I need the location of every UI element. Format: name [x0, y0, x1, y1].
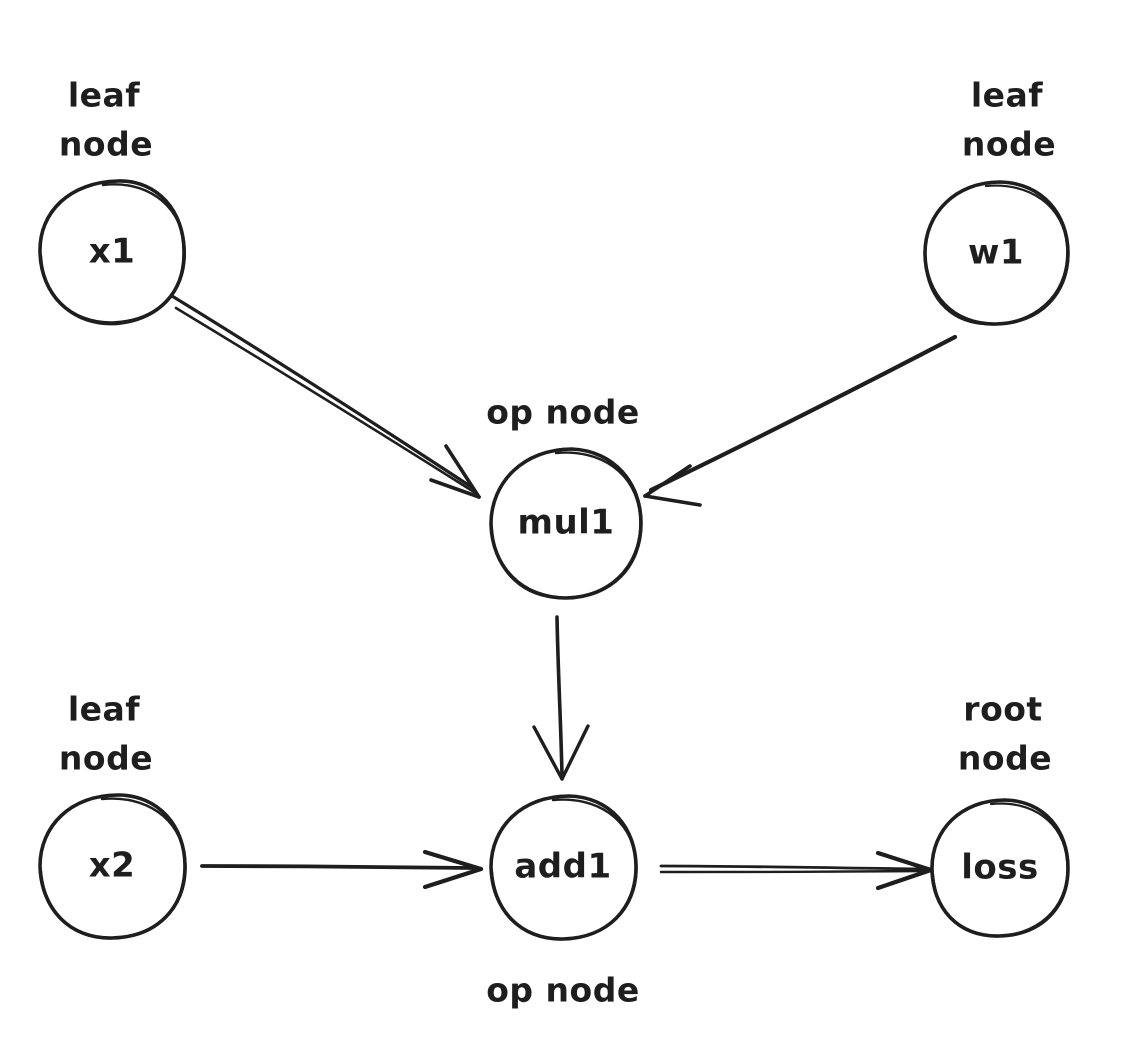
node-label-w1: w1 — [968, 233, 1024, 273]
node-mul1[interactable]: mul1 — [489, 447, 643, 600]
node-x1[interactable]: x1 — [38, 179, 187, 326]
edge-x2-to-add1[interactable] — [200, 849, 484, 890]
annotation-x1-line1: leaf — [68, 76, 140, 115]
node-x2[interactable]: x2 — [38, 793, 187, 940]
node-label-x2: x2 — [89, 846, 136, 886]
annotation-w1-line1: leaf — [971, 76, 1043, 115]
annotation-add1: op node — [486, 971, 639, 1010]
annotation-w1-line2: node — [962, 125, 1056, 164]
edge-w1-to-mul1[interactable] — [643, 334, 958, 507]
node-w1[interactable]: w1 — [923, 180, 1070, 326]
node-add1[interactable]: add1 — [489, 794, 638, 941]
annotation-x2-line1: leaf — [68, 690, 140, 729]
node-label-x1: x1 — [89, 232, 136, 272]
edge-add1-to-loss[interactable] — [659, 850, 934, 891]
node-label-loss: loss — [961, 848, 1039, 888]
edge-x1-to-mul1[interactable] — [170, 294, 481, 499]
annotation-loss-line1: root — [963, 690, 1042, 729]
edge-mul1-to-add1[interactable] — [532, 615, 590, 781]
annotation-x1-line2: node — [59, 125, 153, 164]
annotation-mul1: op node — [486, 393, 639, 432]
annotation-x2-line2: node — [59, 739, 153, 778]
node-label-mul1: mul1 — [518, 503, 615, 543]
node-label-add1: add1 — [514, 847, 611, 887]
node-loss[interactable]: loss — [930, 798, 1070, 938]
annotation-loss-line2: node — [958, 739, 1052, 778]
